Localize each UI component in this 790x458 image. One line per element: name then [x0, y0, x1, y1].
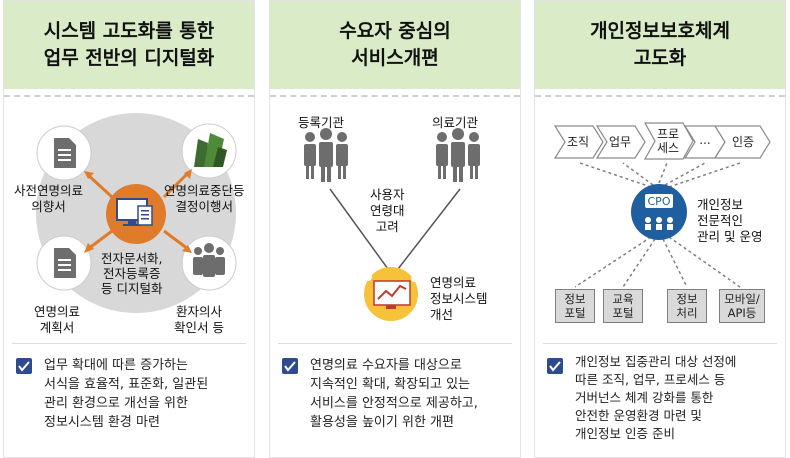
dashed-divider — [535, 95, 785, 97]
document-icon-top-left — [36, 125, 92, 181]
people-icon — [181, 235, 237, 291]
dashed-arrows-up — [579, 162, 741, 188]
panel-title: 개인정보보호체계 고도화 — [535, 1, 785, 89]
title-line-2: 업무 전반의 디지털화 — [43, 47, 215, 69]
title-line-1: 시스템 고도화를 통한 — [43, 20, 215, 42]
chevron-label-org: 조직 — [566, 135, 590, 149]
panel-digitalization: 시스템 고도화를 통한 업무 전반의 디지털화 — [3, 0, 255, 458]
divider — [543, 343, 777, 344]
connector-right — [397, 188, 461, 270]
title-line-1: 개인정보보호체계 — [590, 20, 730, 42]
label-center-digitalization: 전자문서화, 전자등록증 등 디지털화 — [101, 251, 163, 296]
box-mobile-api: 모바일/API등 — [719, 289, 765, 323]
panel-title: 시스템 고도화를 통한 업무 전반의 디지털화 — [4, 1, 254, 89]
divider — [12, 343, 246, 344]
label-expert-management: 개인정보 전문적인 관리 및 운영 — [697, 197, 763, 244]
checkbox-icon — [16, 358, 32, 374]
system-monitor-icon — [364, 267, 418, 321]
label-registration-agency: 등록기관 — [298, 115, 345, 130]
panel-service-reform: 수요자 중심의 서비스개편 — [269, 0, 521, 458]
label-system-improvement: 연명의료 정보시스템 개선 — [430, 275, 488, 322]
label-patient-intent: 환자의사 확인서 등 — [174, 304, 224, 335]
buildings-icon — [181, 123, 237, 179]
dashed-divider — [4, 95, 254, 97]
checkbox-icon — [547, 358, 563, 374]
label-discontinuation-form: 연명의료중단등 결정이행서 — [164, 183, 245, 214]
cpo-icon — [631, 184, 687, 240]
title-line-2: 고도화 — [633, 47, 687, 69]
cpo-label: CPO — [647, 195, 671, 208]
panel-description: 개인정보 집중관리 대상 선정에 따른 조직, 업무, 프로세스 등 거버넌스 … — [575, 354, 737, 441]
panel-title: 수요자 중심의 서비스개편 — [270, 1, 520, 89]
people-icon-right — [436, 128, 480, 182]
panel-privacy-system: 개인정보보호체계 고도화 — [534, 0, 786, 458]
label-user-age: 사용자 연령대 고려 — [370, 187, 405, 234]
chevron-label-ellipsis: ... — [699, 133, 711, 147]
title-line-2: 서비스개편 — [351, 47, 439, 69]
service-diagram — [304, 128, 480, 321]
connector-left — [329, 188, 389, 270]
panel-description: 업무 확대에 따른 증가하는 서식을 효율적, 표준화, 일관된 관리 환경으로… — [44, 358, 209, 430]
computer-icon — [116, 198, 153, 226]
chevron-label-process: 프로 세스 — [656, 127, 680, 155]
chevron-label-work: 업무 — [608, 135, 632, 149]
dashed-divider — [270, 95, 520, 97]
label-advance-directive: 사전연명의료 의향서 — [14, 183, 84, 214]
divider — [278, 343, 512, 344]
panel-description: 연명의료 수요자를 대상으로 지속적인 확대, 확장되고 있는 서비스를 안정적… — [310, 358, 478, 430]
people-icon-left — [304, 128, 348, 182]
checkbox-icon — [282, 358, 298, 374]
label-medical-institution: 의료기관 — [432, 115, 479, 130]
process-chevrons — [553, 122, 771, 160]
label-care-plan: 연명의료 계획서 — [34, 304, 81, 335]
dashed-arrows-down — [574, 236, 741, 288]
digitalization-diagram — [36, 113, 237, 313]
arrows — [84, 169, 192, 253]
privacy-diagram — [553, 122, 771, 288]
title-line-1: 수요자 중심의 — [339, 20, 451, 42]
document-icon-bottom-left — [36, 235, 92, 291]
chevron-label-certification: 인증 — [731, 135, 755, 149]
